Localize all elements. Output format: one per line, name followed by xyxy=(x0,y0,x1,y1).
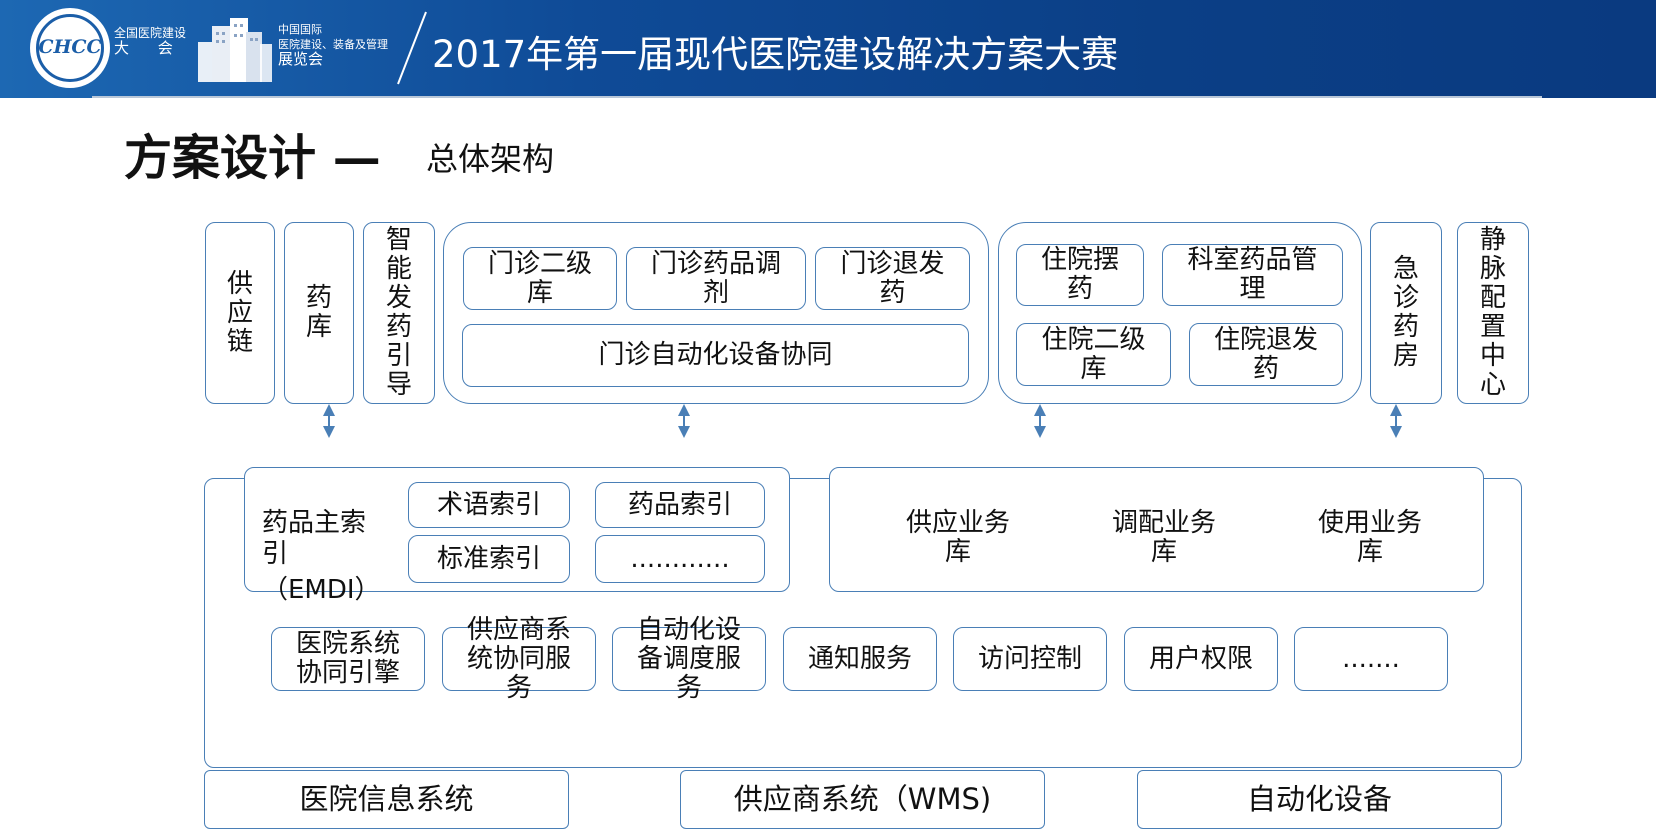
banner-slash-icon xyxy=(397,11,427,85)
db-dispatch-text: 调配业务库 xyxy=(1111,508,1216,567)
outpatient-return-box: 门诊退发药 xyxy=(815,247,970,310)
inpatient-dept-mgmt-label: 科室药品管理 xyxy=(1187,245,1318,304)
logo2-line2: 医院建设、装备及管理 xyxy=(278,38,388,51)
service-access-control: 访问控制 xyxy=(953,627,1107,691)
outpatient-return-label: 门诊退发药 xyxy=(840,248,945,308)
outpatient-dispensing-box: 门诊药品调剂 xyxy=(626,247,806,310)
logo2-text: 中国国际 医院建设、装备及管理 展览会 xyxy=(278,22,388,67)
logo1-text: 全国医院建设 大 会 xyxy=(114,26,186,56)
logo1-line2: 大 会 xyxy=(114,39,185,57)
page-title: 方案设计 — xyxy=(124,130,381,186)
more-index-box: ............ xyxy=(595,535,765,583)
automation-device-label: 自动化设备 xyxy=(1246,782,1392,816)
term-index-label: 术语索引 xyxy=(436,489,541,520)
chcc-logo-text: CHCC xyxy=(38,36,102,58)
inpatient-secondary-store-label: 住院二级库 xyxy=(1041,324,1146,384)
drug-index-box: 药品索引 xyxy=(595,482,765,528)
inpatient-dept-mgmt-box: 科室药品管理 xyxy=(1162,244,1343,306)
logo2-line3: 展览会 xyxy=(278,50,324,68)
drug-index-label: 药品索引 xyxy=(627,489,732,520)
pharmacy-warehouse-box: 药库 xyxy=(284,222,354,404)
pharmacy-warehouse-label: 药库 xyxy=(305,283,332,342)
service-more: ....... xyxy=(1294,627,1448,691)
smart-dispense-guide-label: 智能发药引导 xyxy=(385,225,412,400)
service-automation-dispatch: 自动化设备调度服务 xyxy=(612,615,766,702)
header-banner xyxy=(0,0,1656,98)
db-usage-label: 使用业务库 xyxy=(1291,506,1449,570)
service-hospital-engine-label: 医院系统协同引擎 xyxy=(295,629,400,688)
chcc-logo-icon: CHCC xyxy=(30,8,110,88)
wms-box: 供应商系统（WMS) xyxy=(680,770,1045,829)
service-user-permission-label: 用户权限 xyxy=(1148,643,1253,674)
service-notification-label: 通知服务 xyxy=(807,643,912,674)
header-divider xyxy=(92,96,1542,98)
db-usage-text: 使用业务库 xyxy=(1317,508,1422,567)
service-notification: 通知服务 xyxy=(783,627,937,691)
buildings-logo-icon xyxy=(198,18,272,82)
supply-chain-label: 供应链 xyxy=(226,268,253,357)
service-more-label: ....... xyxy=(1342,643,1400,674)
outpatient-secondary-store-box: 门诊二级库 xyxy=(463,247,617,310)
outpatient-dispensing-label: 门诊药品调剂 xyxy=(650,248,781,308)
page-subtitle: 总体架构 xyxy=(426,140,555,178)
logo1-line1: 全国医院建设 xyxy=(114,26,187,40)
service-access-control-label: 访问控制 xyxy=(977,643,1082,674)
service-user-permission: 用户权限 xyxy=(1124,627,1278,691)
logo2-line1: 中国国际 xyxy=(278,23,322,36)
more-index-label: ............ xyxy=(630,543,730,574)
service-hospital-engine: 医院系统协同引擎 xyxy=(271,627,425,691)
outpatient-automation-box: 门诊自动化设备协同 xyxy=(462,324,969,387)
business-db-panel xyxy=(829,467,1484,592)
standard-index-label: 标准索引 xyxy=(436,543,541,574)
inpatient-return-box: 住院退发药 xyxy=(1189,323,1343,386)
emdi-abbr: （EMDI） xyxy=(262,575,381,605)
automation-device-box: 自动化设备 xyxy=(1137,770,1502,829)
service-supplier-collab-label: 供应商系统协同服务 xyxy=(466,614,571,703)
inpatient-placement-label: 住院摆药 xyxy=(1040,245,1119,304)
db-supply-text: 供应业务库 xyxy=(905,508,1010,567)
emergency-pharmacy-box: 急诊药房 xyxy=(1370,222,1442,404)
banner-title: 2017年第一届现代医院建设解决方案大赛 xyxy=(432,33,1119,76)
smart-dispense-guide-box: 智能发药引导 xyxy=(363,222,435,404)
term-index-box: 术语索引 xyxy=(408,482,570,528)
standard-index-box: 标准索引 xyxy=(408,535,570,583)
emdi-title: 药品主索引 xyxy=(262,508,367,569)
his-box: 医院信息系统 xyxy=(204,770,569,829)
outpatient-secondary-store-label: 门诊二级库 xyxy=(487,248,592,308)
emergency-pharmacy-label: 急诊药房 xyxy=(1392,254,1419,371)
db-dispatch-label: 调配业务库 xyxy=(1085,506,1243,570)
his-label: 医院信息系统 xyxy=(299,782,474,816)
service-automation-dispatch-label: 自动化设备调度服务 xyxy=(636,614,741,703)
inpatient-secondary-store-box: 住院二级库 xyxy=(1016,323,1171,386)
iv-center-box: 静脉配置中心 xyxy=(1457,222,1529,404)
db-supply-label: 供应业务库 xyxy=(879,506,1037,570)
service-supplier-collab: 供应商系统协同服务 xyxy=(442,615,596,702)
inpatient-return-label: 住院退发药 xyxy=(1213,324,1318,384)
iv-center-label: 静脉配置中心 xyxy=(1479,225,1506,400)
outpatient-automation-label: 门诊自动化设备协同 xyxy=(598,340,833,370)
wms-label: 供应商系统（WMS) xyxy=(733,782,992,816)
supply-chain-box: 供应链 xyxy=(205,222,275,404)
inpatient-placement-box: 住院摆药 xyxy=(1016,244,1144,306)
